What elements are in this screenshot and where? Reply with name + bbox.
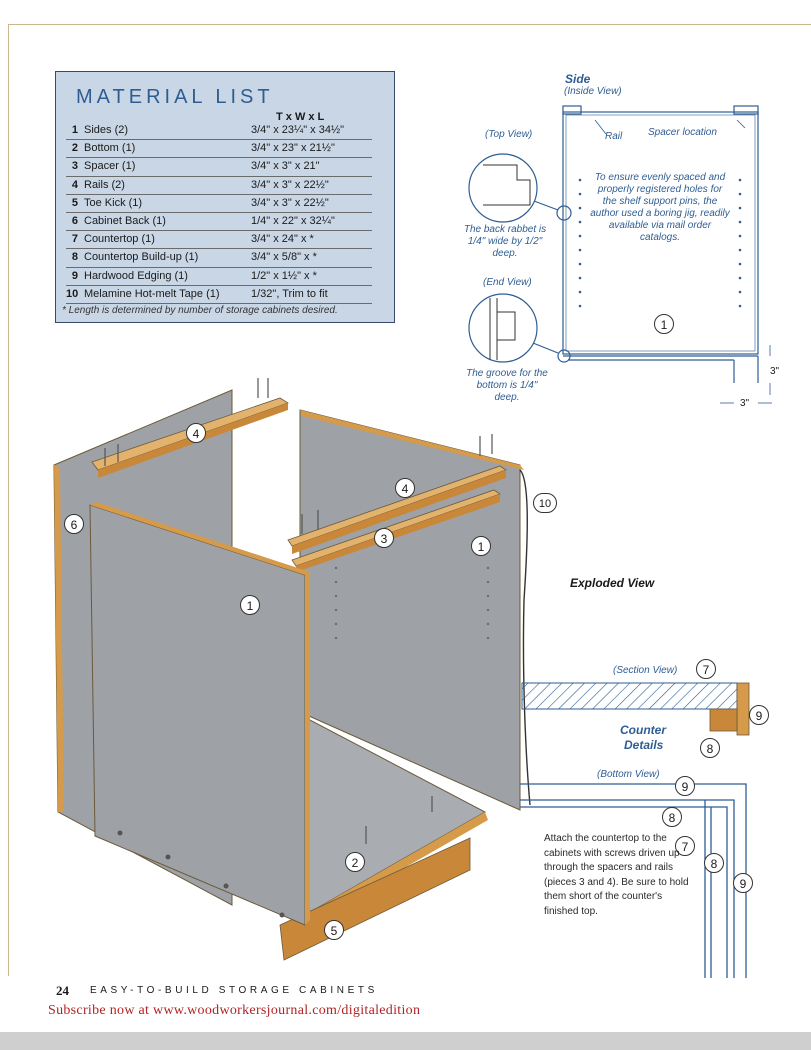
callout-9-section: 9 xyxy=(749,705,769,725)
callout-8-bottom-top: 8 xyxy=(662,807,682,827)
dim-horizontal: 3" xyxy=(740,398,750,409)
counter-label: Counter xyxy=(620,723,666,737)
section-view-drawing xyxy=(521,682,750,736)
side-view-subtitle: (Inside View) xyxy=(564,86,622,97)
top-view-note: The back rabbet is 1/4" wide by 1/2" dee… xyxy=(463,224,547,259)
end-view-title: (End View) xyxy=(483,277,532,288)
callout-4-top: 4 xyxy=(186,423,206,443)
callout-10: 10 xyxy=(533,493,557,513)
top-view-detail xyxy=(468,153,572,223)
exploded-cabinet xyxy=(53,378,531,961)
side-view-title: Side xyxy=(565,72,591,86)
bottom-view-title: (Bottom View) xyxy=(597,769,660,780)
end-view-note: The groove for the bottom is 1/4" deep. xyxy=(466,368,548,403)
page-number: 24 xyxy=(56,983,69,998)
details-label: Details xyxy=(624,738,664,752)
end-view-detail xyxy=(468,293,571,363)
callout-8-bottom: 8 xyxy=(704,853,724,873)
callout-9-bottom-top: 9 xyxy=(675,776,695,796)
bottom-view-drawing xyxy=(520,783,747,978)
callout-1-front: 1 xyxy=(240,595,260,615)
section-view-title: (Section View) xyxy=(613,665,678,676)
callout-1-side: 1 xyxy=(654,314,674,334)
callout-8-section: 8 xyxy=(700,738,720,758)
bottom-bar xyxy=(0,1032,811,1050)
footer-title: EASY-TO-BUILD STORAGE CABINETS xyxy=(90,985,378,996)
side-view-drawing xyxy=(562,105,772,404)
callout-1-right: 1 xyxy=(471,536,491,556)
page-frame xyxy=(8,24,811,976)
callout-7-section: 7 xyxy=(696,659,716,679)
bottom-view-note: Attach the countertop to the cabinets wi… xyxy=(544,833,689,917)
callout-3: 3 xyxy=(374,528,394,548)
callout-5: 5 xyxy=(324,920,344,940)
material-list-note: * Length is determined by number of stor… xyxy=(62,305,338,316)
callout-9-bottom: 9 xyxy=(733,873,753,893)
callout-7-bottom: 7 xyxy=(675,836,695,856)
material-list-title: MATERIAL LIST xyxy=(76,86,274,108)
callout-6: 6 xyxy=(64,514,84,534)
material-list-column-header: T x W x L xyxy=(276,111,325,123)
shelf-pin-holes xyxy=(578,178,742,308)
spacer-location-label: Spacer location xyxy=(648,127,717,138)
top-view-title: (Top View) xyxy=(485,129,533,140)
callout-4-right: 4 xyxy=(395,478,415,498)
side-view-note: To ensure evenly spaced and properly reg… xyxy=(590,172,730,243)
subscribe-link[interactable]: Subscribe now at www.woodworkersjournal.… xyxy=(48,1003,421,1018)
rail-label: Rail xyxy=(605,131,623,142)
exploded-view-title: Exploded View xyxy=(570,576,655,590)
callout-2: 2 xyxy=(345,852,365,872)
dim-vertical: 3" xyxy=(770,366,780,377)
